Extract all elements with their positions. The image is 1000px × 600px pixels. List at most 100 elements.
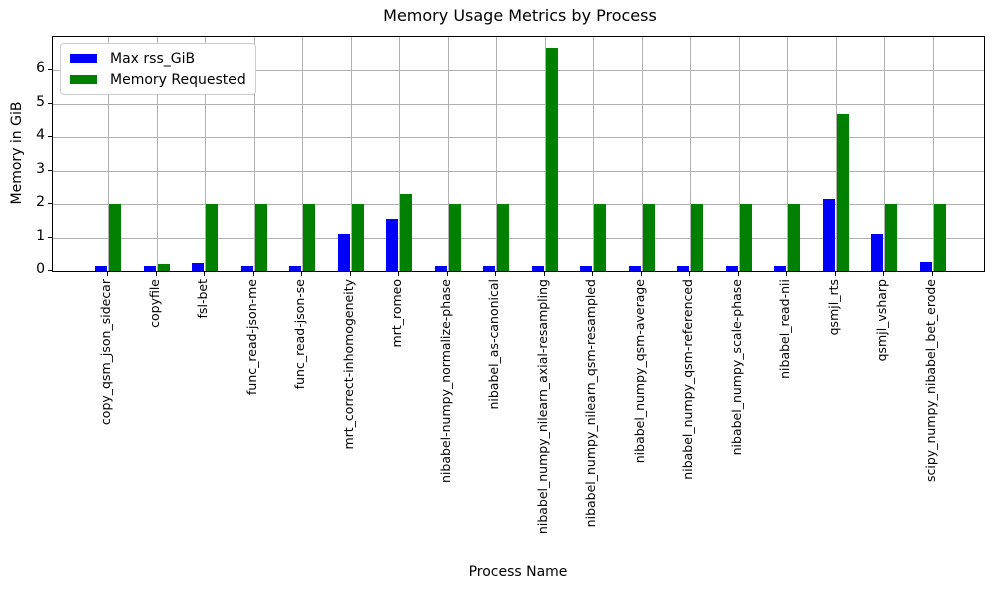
bar-max-rss [143,266,156,271]
ytick-mark-1 [48,236,53,238]
bar-max-rss [725,266,738,271]
bar-memory-requested [109,204,121,271]
ytick-label-4: 4 [36,127,45,143]
bar-memory-requested [497,204,509,271]
bar-max-rss [919,262,932,271]
xtick-mark-10 [592,271,594,276]
gridline-x-6 [399,37,400,271]
gridline-y1 [53,237,984,239]
xtick-mark-4 [301,271,303,276]
ytick-mark-0 [48,270,53,272]
bar-max-rss [677,266,689,271]
ytick-mark-6 [48,69,53,71]
gridline-x-17 [932,37,934,271]
bar-memory-requested [788,204,800,271]
gridline-x-14 [787,37,788,271]
xtick-mark-17 [931,271,933,276]
bar-max-rss [580,266,592,271]
xtick-label: scipy_numpy_nibabel_bet_erode [922,279,938,482]
bar-memory-requested [448,204,461,271]
legend-label-max-rss: Max rss_GiB [110,50,196,67]
gridline-x-13 [738,37,740,271]
xtick-label: func_read-json-se [292,279,307,390]
bar-memory-requested [739,204,752,271]
ytick-mark-2 [48,203,53,205]
bar-max-rss [192,263,204,271]
gridline-y3 [53,170,984,172]
ytick-label-5: 5 [36,93,45,110]
bar-max-rss [774,266,786,271]
legend-item-memory-requested: Memory Requested [70,69,246,90]
bar-max-rss [531,266,544,271]
legend: Max rss_GiB Memory Requested [60,43,256,95]
xtick-label: nibabel_as-canonical [486,279,501,410]
bar-max-rss [822,199,835,271]
xtick-label: mrt_correct-inhomogeneity [340,279,356,450]
bar-max-rss [628,266,641,271]
ytick-label-0: 0 [36,261,45,277]
legend-label-memory-requested: Memory Requested [110,71,246,88]
xtick-label: nibabel_numpy_nilearn_qsm-resampled [583,279,598,528]
gridline-y5 [53,103,984,105]
gridline-x-2 [205,37,206,271]
xtick-label: fsl-bet [195,279,210,319]
bar-memory-requested [642,204,655,271]
xtick-label: nibabel_read-nii [777,279,792,379]
bar-max-rss [434,266,447,271]
gridline-y4 [53,137,984,138]
xtick-mark-6 [398,271,400,276]
bar-memory-requested [303,204,315,271]
xtick-mark-1 [155,271,157,276]
xtick-mark-11 [640,271,642,276]
bar-memory-requested [351,204,364,271]
gridline-x-5 [350,37,352,271]
gridline-x-11 [641,37,643,271]
gridline-x-15 [835,37,837,271]
gridline-y2 [53,204,984,205]
bar-memory-requested [206,204,218,271]
xtick-mark-12 [689,271,691,276]
gridline-x-4 [302,37,303,271]
legend-item-max-rss: Max rss_GiB [70,48,246,69]
ytick-mark-3 [48,169,53,171]
bar-memory-requested [157,264,170,271]
bar-max-rss [240,266,253,271]
ytick-mark-5 [48,102,53,104]
bar-memory-requested [400,194,412,271]
xtick-label: nibabel_numpy_qsm-referenced [680,279,695,480]
bar-memory-requested [545,48,558,271]
gridline-x-3 [253,37,255,271]
xtick-mark-14 [786,271,788,276]
chart-title: Memory Usage Metrics by Process [383,6,657,25]
gridline-x-12 [690,37,691,271]
xtick-mark-8 [495,271,497,276]
bar-memory-requested [691,204,703,271]
gridline-x-8 [496,37,497,271]
gridline-x-9 [544,37,546,271]
legend-swatch-max-rss [70,54,97,63]
xtick-label: nibabel_numpy_qsm-average [631,279,647,464]
ytick-label-3: 3 [36,160,45,177]
xtick-label: func_read-json-me [243,279,259,395]
xtick-mark-13 [737,271,739,276]
bar-memory-requested [254,204,267,271]
xtick-mark-3 [252,271,254,276]
xtick-mark-15 [834,271,836,276]
ytick-label-6: 6 [36,60,45,76]
xtick-mark-0 [107,271,109,276]
bar-memory-requested [885,204,897,271]
bar-memory-requested [933,204,946,271]
gridline-y6 [53,70,984,71]
ytick-label-1: 1 [36,227,45,244]
xtick-label: mrt_romeo [389,279,404,348]
bar-max-rss [95,266,107,271]
xtick-mark-2 [204,271,206,276]
ytick-mark-4 [48,136,53,138]
bar-max-rss [289,266,301,271]
bar-max-rss [337,234,350,271]
bar-memory-requested [594,204,606,271]
ytick-label-2: 2 [36,194,45,210]
xtick-label: qsmjl_rts [825,279,841,336]
legend-swatch-memory-requested [70,75,97,84]
xtick-label: nibabel-numpy_normalize-phase [437,279,453,483]
